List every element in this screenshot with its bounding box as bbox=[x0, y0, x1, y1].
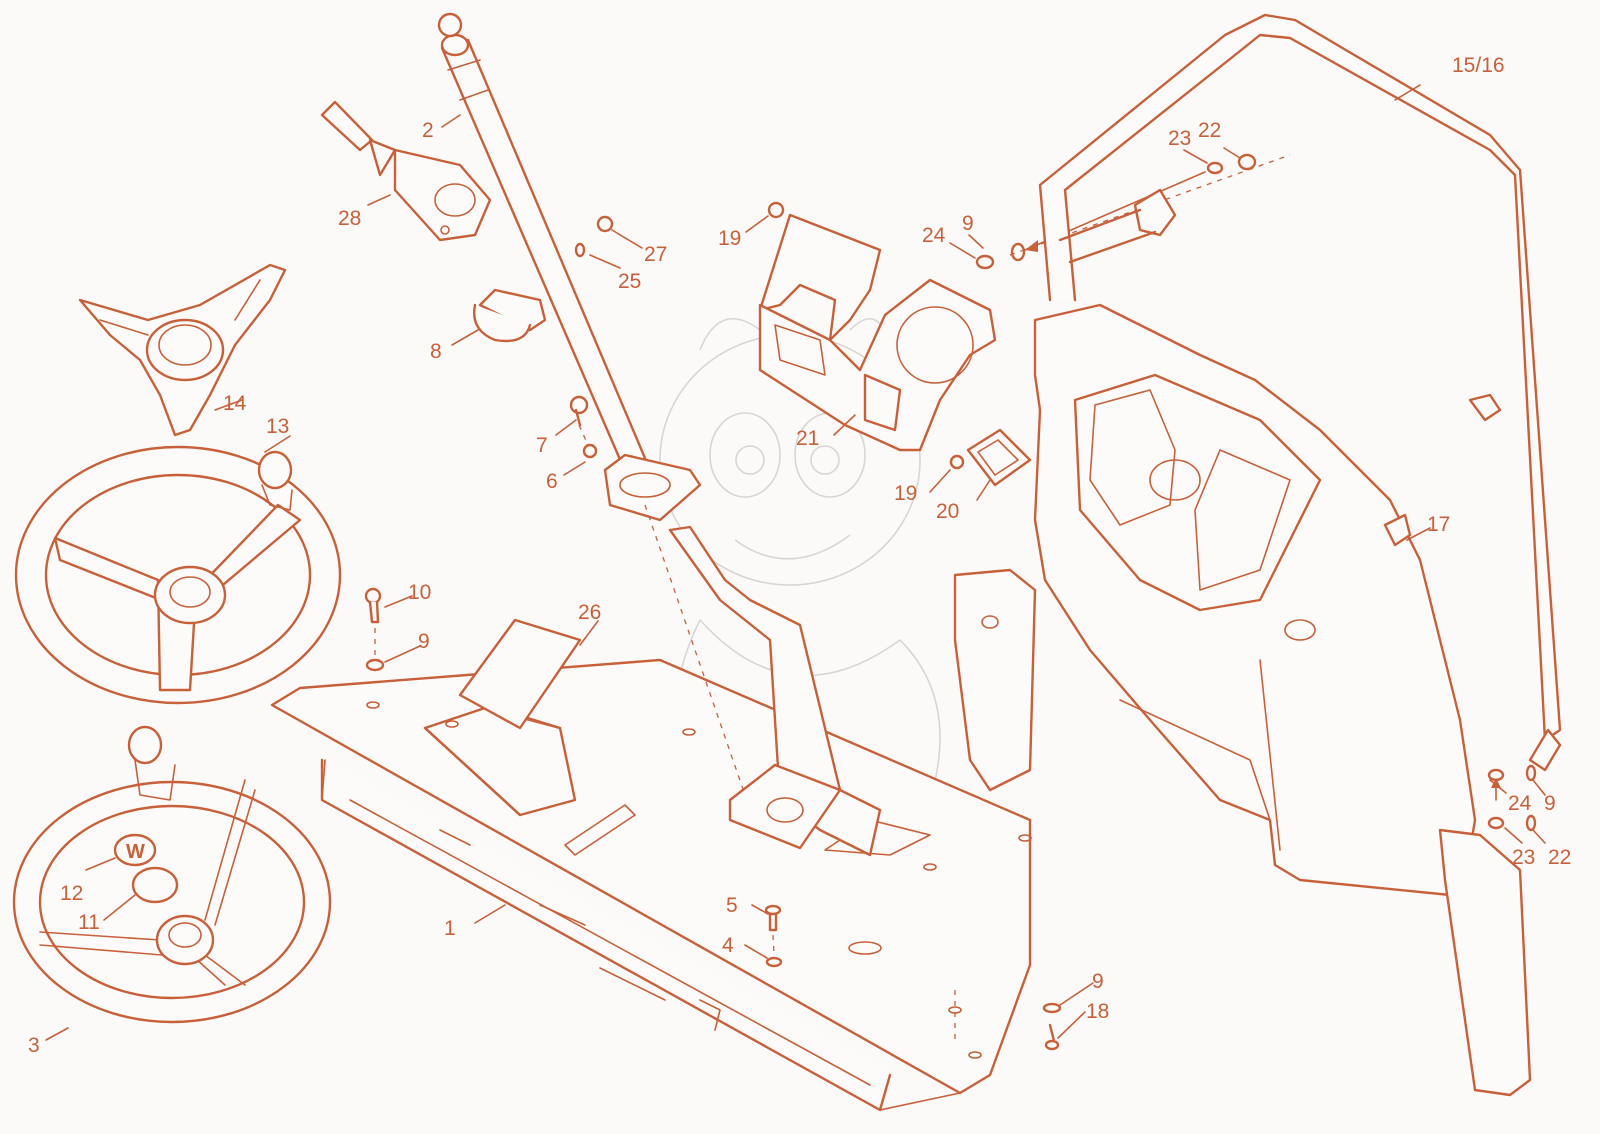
callout-9-right: 9 bbox=[1544, 792, 1556, 815]
callout-23-right: 23 bbox=[1512, 846, 1535, 869]
callout-28: 28 bbox=[338, 207, 361, 230]
callout-4: 4 bbox=[722, 934, 734, 957]
part-1-floor-plate bbox=[270, 658, 1032, 1112]
callout-21: 21 bbox=[796, 427, 819, 450]
callout-7: 7 bbox=[536, 434, 548, 457]
callout-10: 10 bbox=[408, 581, 431, 604]
callout-22-right: 22 bbox=[1548, 846, 1571, 869]
callout-26: 26 bbox=[578, 601, 601, 624]
callout-5: 5 bbox=[726, 894, 738, 917]
part-column-bracket bbox=[668, 525, 882, 857]
part-2-steering-column bbox=[437, 12, 746, 796]
callout-23-top: 23 bbox=[1168, 127, 1191, 150]
callout-9-top: 9 bbox=[962, 212, 974, 235]
callout-17: 17 bbox=[1427, 513, 1450, 536]
callout-24-top: 24 bbox=[922, 224, 946, 247]
callout-19-top: 19 bbox=[718, 227, 741, 250]
part-20-plate bbox=[966, 428, 1032, 487]
callout-18: 18 bbox=[1086, 1000, 1109, 1023]
logo-badge-text: W bbox=[126, 841, 145, 863]
callout-2: 2 bbox=[422, 119, 434, 142]
callout-22-top: 22 bbox=[1198, 119, 1221, 142]
callout-13: 13 bbox=[266, 415, 289, 438]
callout-1: 1 bbox=[444, 917, 456, 940]
part-8-clamp bbox=[473, 288, 547, 343]
part-17-dashboard bbox=[953, 303, 1532, 1097]
small-hardware bbox=[364, 153, 1537, 1051]
callout-15-16: 15/16 bbox=[1452, 54, 1505, 77]
callout-24-right: 24 bbox=[1508, 792, 1532, 815]
leader-lines bbox=[45, 84, 1546, 1041]
callout-9-left: 9 bbox=[418, 630, 430, 653]
part-14-hub bbox=[78, 263, 287, 437]
callout-11: 11 bbox=[78, 911, 100, 934]
callout-8: 8 bbox=[430, 340, 442, 363]
part-28-lever bbox=[320, 100, 492, 242]
part-15-16-roll-bar bbox=[1038, 13, 1562, 772]
callout-6: 6 bbox=[546, 470, 558, 493]
callout-19-bottom: 19 bbox=[894, 482, 917, 505]
callout-9-bottom: 9 bbox=[1092, 970, 1104, 993]
callout-27: 27 bbox=[644, 243, 667, 266]
callout-labels: 1 2 3 4 5 6 7 8 9 9 9 9 10 11 12 13 14 1… bbox=[28, 54, 1571, 1057]
callout-14: 14 bbox=[223, 392, 247, 415]
part-21-dash-panel bbox=[758, 213, 997, 452]
callout-20: 20 bbox=[936, 500, 959, 523]
callout-3: 3 bbox=[28, 1034, 40, 1057]
part-3-steering-wheel: W bbox=[12, 725, 332, 1024]
callout-12: 12 bbox=[60, 882, 83, 905]
part-26-pad bbox=[458, 618, 582, 730]
part-13-steering-wheel bbox=[14, 445, 342, 705]
callout-25: 25 bbox=[618, 270, 641, 293]
